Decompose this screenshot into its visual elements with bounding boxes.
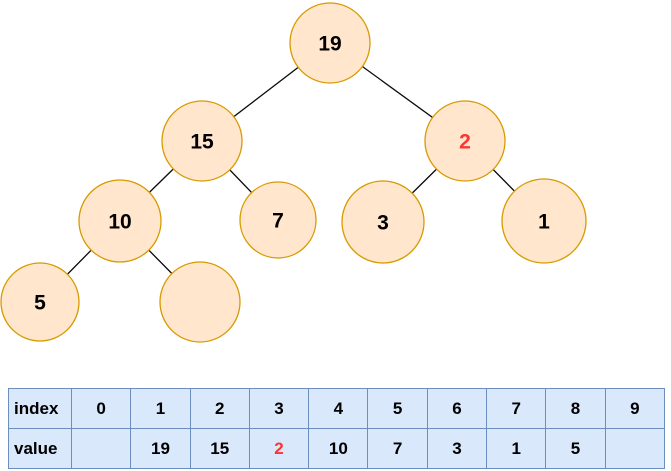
- tree-node-15: [161, 100, 243, 182]
- index-cell-9: 9: [604, 388, 666, 429]
- value-row: value 19 15 2 10 7 3 1 5: [8, 428, 666, 469]
- value-cell-0: [70, 428, 132, 469]
- tree-node-7-label: 7: [272, 209, 284, 232]
- value-cell-6: 3: [426, 428, 488, 469]
- binary-tree-diagram: 19 15 2 10 7 3 1 5: [0, 2, 587, 343]
- tree-node-1: [501, 178, 587, 264]
- value-cell-1: 19: [130, 428, 191, 469]
- value-cell-3: 2: [248, 428, 310, 469]
- array-representation-table: index 0 1 2 3 4 5 6 7 8 9 value 19 15 2 …: [8, 388, 666, 469]
- index-row: index 0 1 2 3 4 5 6 7 8 9: [8, 388, 666, 429]
- value-row-label: value: [8, 428, 72, 469]
- index-cell-7: 7: [486, 388, 547, 429]
- value-cell-5: 7: [367, 428, 428, 469]
- tree-node-19-label: 19: [318, 32, 341, 55]
- tree-node-15-label: 15: [190, 130, 214, 153]
- value-cell-9: [604, 428, 666, 469]
- tree-node-3: [341, 180, 425, 264]
- tree-node-10: [78, 179, 162, 263]
- tree-node-7: [239, 181, 317, 259]
- value-cell-8: 5: [545, 428, 606, 469]
- tree-node-19: [289, 2, 371, 84]
- index-row-label: index: [8, 388, 72, 429]
- tree-node-2-label: 2: [459, 130, 471, 153]
- tree-node-5: [0, 262, 80, 342]
- tree-node-10-label: 10: [108, 210, 131, 233]
- index-cell-3: 3: [248, 388, 310, 429]
- index-cell-0: 0: [70, 388, 132, 429]
- tree-node-1-label: 1: [538, 210, 550, 233]
- value-cell-7: 1: [486, 428, 547, 469]
- value-cell-2: 15: [189, 428, 250, 469]
- tree-node-empty: [159, 261, 241, 343]
- index-cell-1: 1: [130, 388, 191, 429]
- tree-node-2: [424, 100, 506, 182]
- tree-node-5-label: 5: [34, 291, 46, 314]
- tree-node-3-label: 3: [377, 211, 389, 234]
- index-cell-6: 6: [426, 388, 488, 429]
- index-cell-8: 8: [545, 388, 606, 429]
- index-cell-5: 5: [367, 388, 428, 429]
- index-cell-2: 2: [189, 388, 250, 429]
- value-cell-4: 10: [308, 428, 369, 469]
- index-cell-4: 4: [308, 388, 369, 429]
